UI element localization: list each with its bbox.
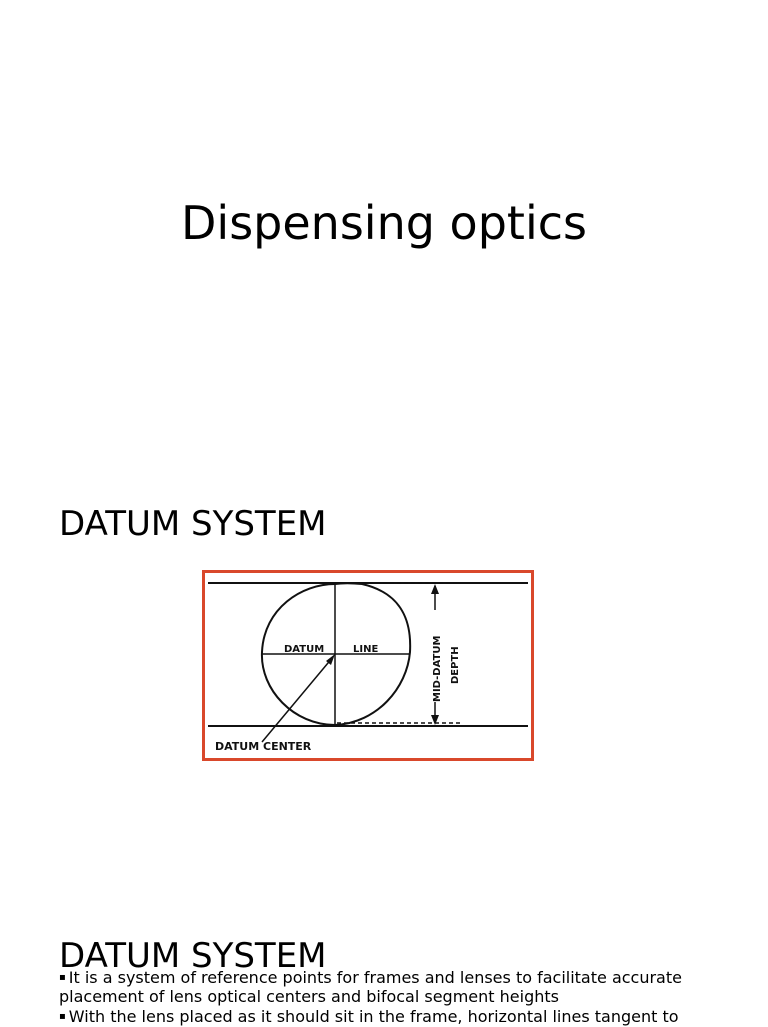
datum-center-arrowhead <box>326 654 335 665</box>
datum-diagram-svg: DATUM LINE DATUM CENTER MID-DATUM DEPTH <box>202 570 534 761</box>
lens-outline <box>260 582 412 727</box>
depth-label-backdrop <box>429 610 441 702</box>
slide-heading: DATUM SYSTEM <box>59 936 327 977</box>
bullet-text: It is a system of reference points for f… <box>59 968 682 1006</box>
slide-datum-diagram: DATUM SYSTEM DATUM LINE DAT <box>0 430 768 862</box>
label-datum: DATUM <box>284 644 324 655</box>
bullet-list: ▪It is a system of reference points for … <box>59 968 719 1027</box>
datum-system-diagram: DATUM LINE DATUM CENTER MID-DATUM DEPTH <box>202 570 534 761</box>
diagram-border <box>202 570 534 761</box>
depth-arrow-bottom <box>431 715 439 725</box>
label-mid-datum: MID-DATUM <box>432 635 443 702</box>
bullet-item: ▪It is a system of reference points for … <box>59 968 719 1006</box>
bullet-icon: ▪ <box>59 972 66 983</box>
label-datum-center: DATUM CENTER <box>215 740 312 753</box>
bullet-item: ▪With the lens placed as it should sit i… <box>59 1007 719 1026</box>
slide-title-text: Dispensing optics <box>181 195 587 250</box>
label-line: LINE <box>353 644 378 655</box>
slide-heading: DATUM SYSTEM <box>59 504 327 545</box>
slide-title: Dispensing optics <box>0 0 768 430</box>
depth-arrow-top <box>431 584 439 594</box>
slide-datum-text: DATUM SYSTEM ▪It is a system of referenc… <box>0 862 768 1027</box>
bullet-text: With the lens placed as it should sit in… <box>68 1007 679 1026</box>
label-depth: DEPTH <box>450 646 461 684</box>
datum-center-pointer <box>261 656 334 743</box>
bullet-icon: ▪ <box>59 1011 66 1022</box>
